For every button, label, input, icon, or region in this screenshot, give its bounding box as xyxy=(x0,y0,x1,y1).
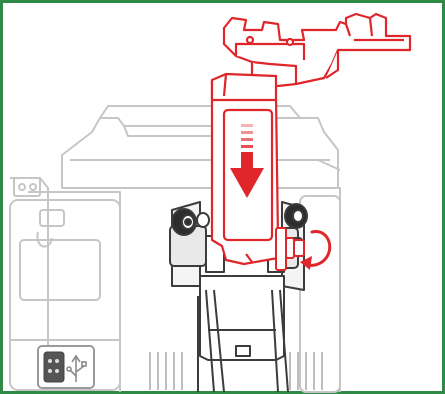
left-knob xyxy=(172,209,196,235)
port-panel xyxy=(38,346,94,388)
